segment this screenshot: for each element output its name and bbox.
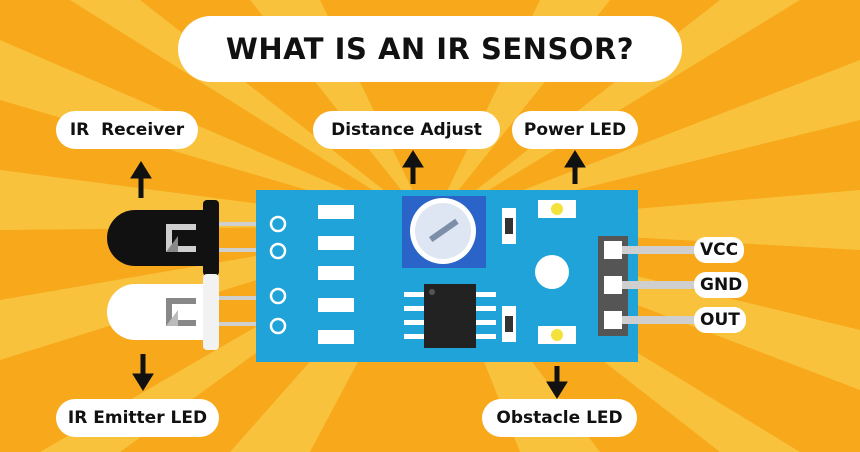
arrow-distance-adjust-icon	[402, 150, 424, 184]
pin-label-vcc: VCC	[694, 237, 745, 263]
arrow-power-led-icon	[564, 150, 586, 184]
pin-label-gnd: GND	[694, 272, 749, 298]
label-ir-receiver: IR Receiver	[69, 120, 185, 140]
pcb-board	[256, 190, 698, 362]
label-power-led: Power LED	[523, 120, 627, 140]
title-pill	[178, 16, 682, 82]
arrow-ir-emitter-icon	[132, 354, 154, 391]
label-obstacle-led: Obstacle LED	[496, 408, 623, 428]
pin-label-out: OUT	[694, 307, 746, 333]
arrows	[130, 150, 586, 399]
ir-receiver-led	[107, 200, 260, 276]
arrow-ir-receiver-icon	[130, 161, 152, 198]
page-title: WHAT IS AN IR SENSOR?	[225, 32, 635, 66]
label-distance-adjust: Distance Adjust	[331, 120, 482, 140]
arrow-obstacle-led-icon	[546, 366, 568, 399]
label-ir-emitter-led: IR Emitter LED	[67, 408, 208, 428]
ir-emitter-led	[107, 274, 260, 350]
